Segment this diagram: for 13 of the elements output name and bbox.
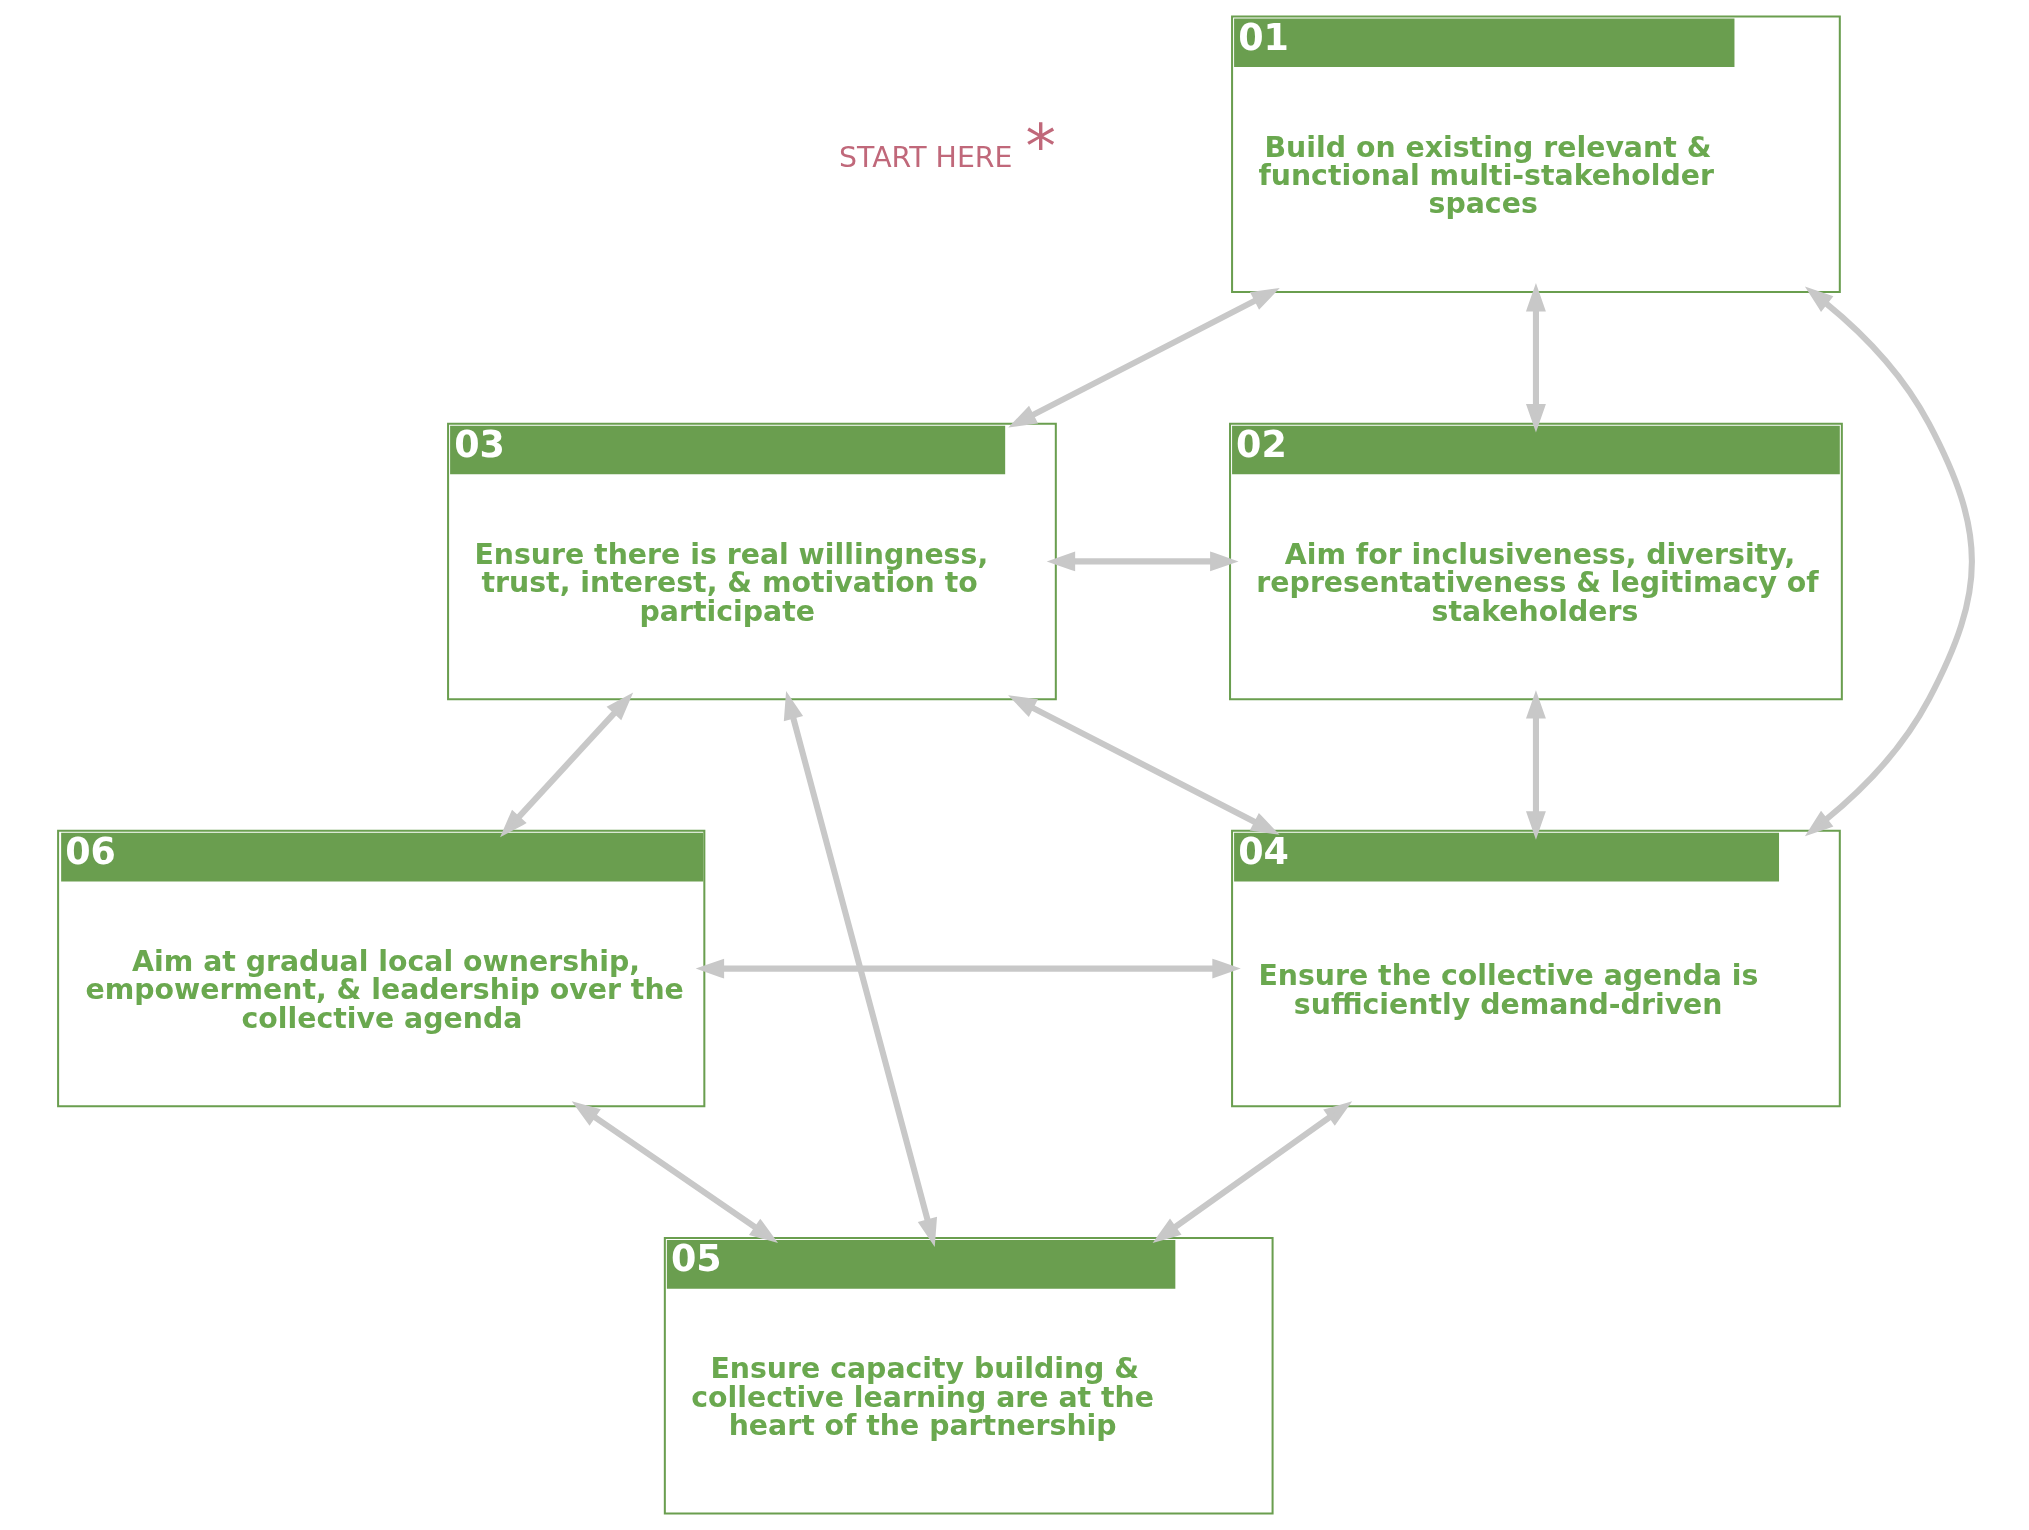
arrow bbox=[1152, 1101, 1352, 1244]
label: * bbox=[1024, 111, 1056, 182]
arrow bbox=[571, 1101, 778, 1243]
arrow bbox=[1525, 282, 1546, 433]
arrow bbox=[499, 692, 633, 838]
label: START HERE bbox=[838, 141, 1012, 175]
arrow bbox=[1007, 695, 1280, 835]
arrow bbox=[783, 691, 937, 1247]
arrow bbox=[1804, 286, 1975, 837]
arrow bbox=[695, 958, 1241, 979]
arrow bbox=[1007, 287, 1280, 428]
arrow bbox=[1046, 551, 1239, 572]
arrow bbox=[1525, 690, 1546, 840]
